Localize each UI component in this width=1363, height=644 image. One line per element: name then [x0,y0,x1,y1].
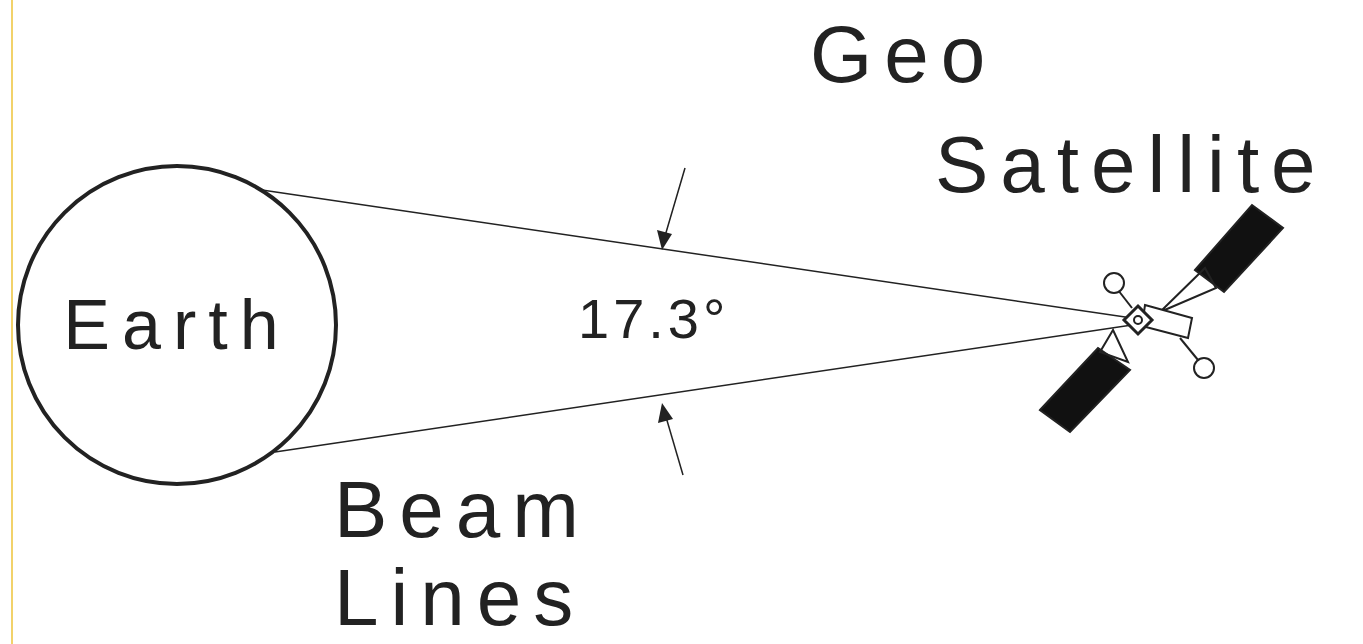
edge-line [11,0,13,644]
earth-circle: Earth [16,164,338,486]
arrowhead [657,230,672,250]
dimension-arrow [665,168,685,236]
arrowhead [658,403,673,423]
angle-dimension: 17.3° [578,284,778,354]
beam-label: Beam Lines [334,466,634,642]
dimension-arrow [666,417,683,475]
satellite-label: Geo Satellite [810,0,1350,220]
satellite-symbol [1040,205,1283,432]
node-text: Earth [63,285,290,365]
